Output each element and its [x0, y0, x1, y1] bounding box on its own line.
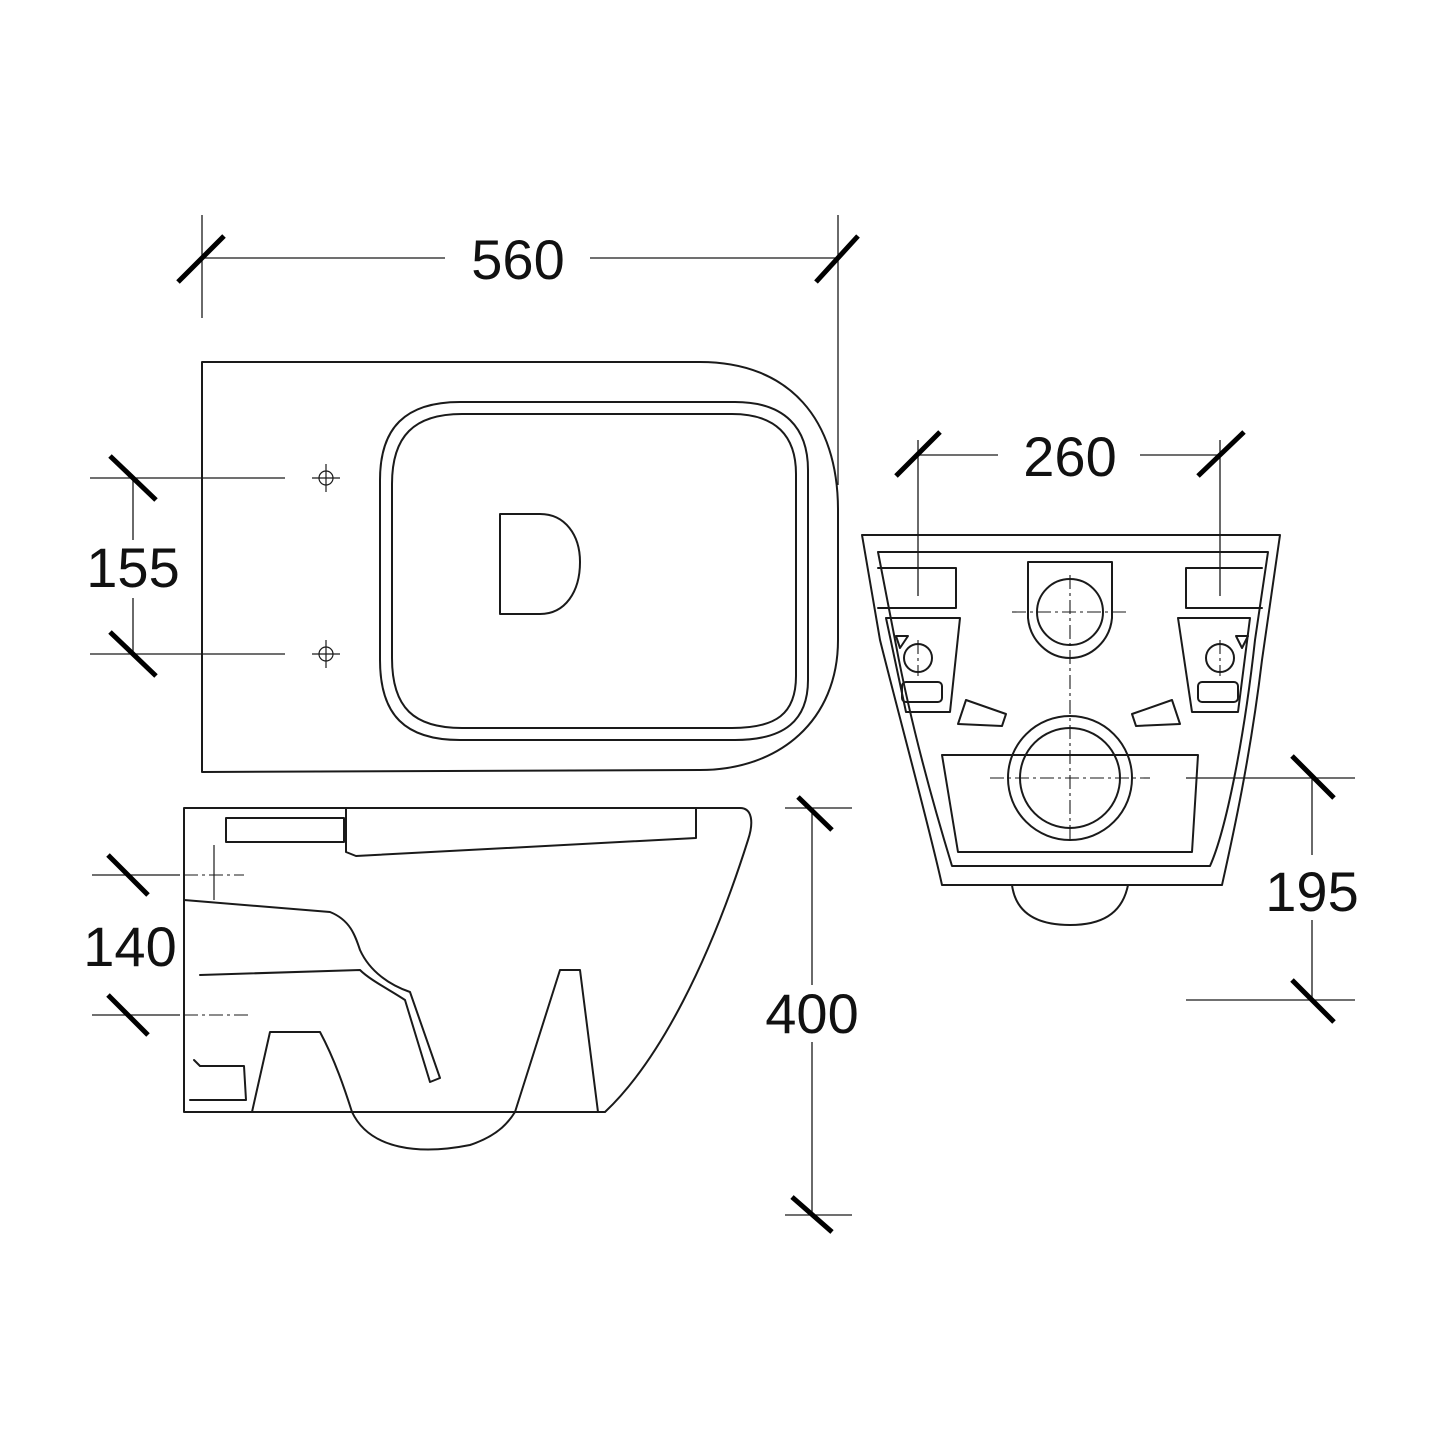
rear-view-inner-frame	[877, 551, 1269, 867]
dimension-label-260: 260	[1023, 425, 1116, 488]
top-inlet-slot	[225, 817, 345, 843]
right-wing	[1131, 699, 1181, 727]
left-wing	[957, 699, 1007, 727]
top-view	[201, 361, 839, 773]
rear-view	[861, 534, 1281, 926]
dimension-155: 155	[86, 454, 285, 678]
right-fixing-block	[1177, 617, 1251, 713]
side-view-outline	[183, 807, 753, 1113]
dimension-label-560: 560	[471, 228, 564, 291]
dimension-260: 260	[894, 425, 1246, 596]
right-triangle	[1235, 635, 1249, 649]
dimension-label-195: 195	[1265, 860, 1358, 923]
left-triangle	[895, 635, 909, 649]
side-view	[183, 807, 753, 1151]
dimension-label-400: 400	[765, 982, 858, 1045]
bottom-bulge	[1011, 884, 1129, 926]
lower-outlet-housing	[941, 754, 1199, 853]
bowl-rim-inner	[391, 413, 797, 729]
left-fixing-slot	[901, 681, 943, 703]
seat-fixing-hole-bottom	[312, 640, 340, 668]
bowl-rim-outer	[379, 401, 809, 741]
dimension-560: 560	[176, 215, 860, 485]
seat-fixing-hole-top	[312, 464, 340, 492]
top-view-outline	[201, 361, 839, 773]
dimension-label-140: 140	[83, 915, 176, 978]
left-fixing-block	[885, 617, 961, 713]
right-fixing-slot	[1197, 681, 1239, 703]
left-bracket	[877, 567, 957, 609]
dimension-400: 400	[765, 795, 859, 1234]
rim-line	[345, 807, 697, 857]
upper-channel	[183, 899, 441, 1083]
dimension-140: 140	[83, 853, 180, 1037]
dimension-label-155: 155	[86, 536, 179, 599]
rear-view-outline	[861, 534, 1281, 886]
base-foot	[189, 1059, 247, 1101]
dimension-195: 195	[1186, 754, 1359, 1024]
right-bracket	[1185, 567, 1263, 609]
outlet-d-shape	[499, 513, 581, 615]
trap-curve	[251, 969, 599, 1151]
